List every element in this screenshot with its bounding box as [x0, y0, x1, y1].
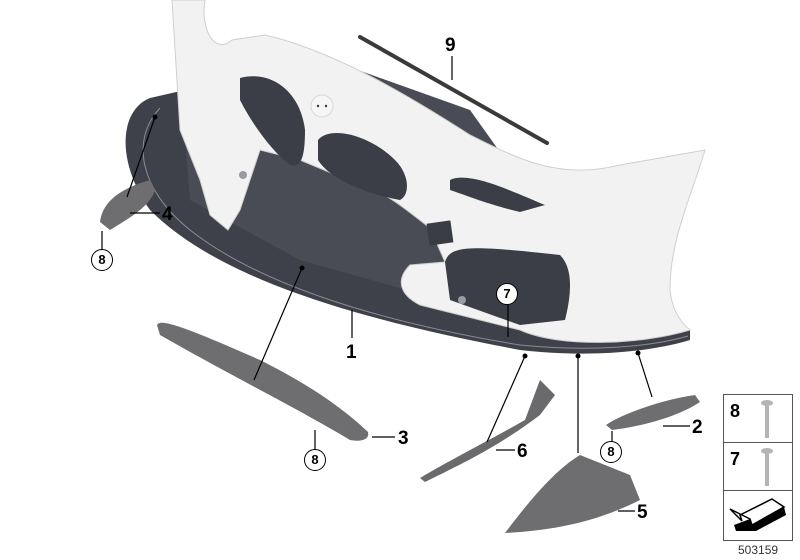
legend-label: 8 [730, 401, 741, 421]
screw-icon [761, 400, 773, 438]
corner-deflector[interactable] [505, 455, 640, 533]
front-strip[interactable] [157, 322, 369, 441]
callout-circle-8-right: 8 [600, 441, 622, 463]
kidney-grille-right [318, 132, 407, 200]
callout-3: 3 [398, 428, 409, 449]
emblem-mount [310, 94, 334, 118]
diagram-id: 503159 [738, 543, 779, 557]
tow-hook-cover [426, 220, 454, 246]
callout-circle-8-left: 8 [91, 249, 113, 271]
screw-icon [761, 448, 773, 486]
callout-6: 6 [517, 441, 528, 462]
callout-5: 5 [637, 502, 648, 523]
callout-9: 9 [445, 35, 456, 56]
side-trim-strip[interactable] [420, 380, 555, 482]
callout-circle-8-front: 8 [304, 449, 326, 471]
legend-row-8: 8 [724, 395, 792, 443]
callout-1: 1 [346, 342, 357, 363]
callout-circle-7: 7 [496, 283, 518, 305]
direction-arrow-icon [729, 498, 786, 531]
fastener-legend: 8 7 [723, 394, 793, 541]
legend-label: 7 [730, 449, 741, 469]
callout-4: 4 [162, 204, 173, 225]
sealing-strip[interactable] [358, 35, 549, 145]
legend-row-arrow [724, 491, 792, 539]
bumper-cover[interactable] [171, 0, 706, 343]
left-side-plate[interactable] [100, 180, 155, 230]
callout-2: 2 [692, 417, 703, 438]
legend-row-7: 7 [724, 443, 792, 491]
right-side-plate[interactable] [606, 395, 700, 430]
kidney-grille-left [240, 76, 305, 166]
